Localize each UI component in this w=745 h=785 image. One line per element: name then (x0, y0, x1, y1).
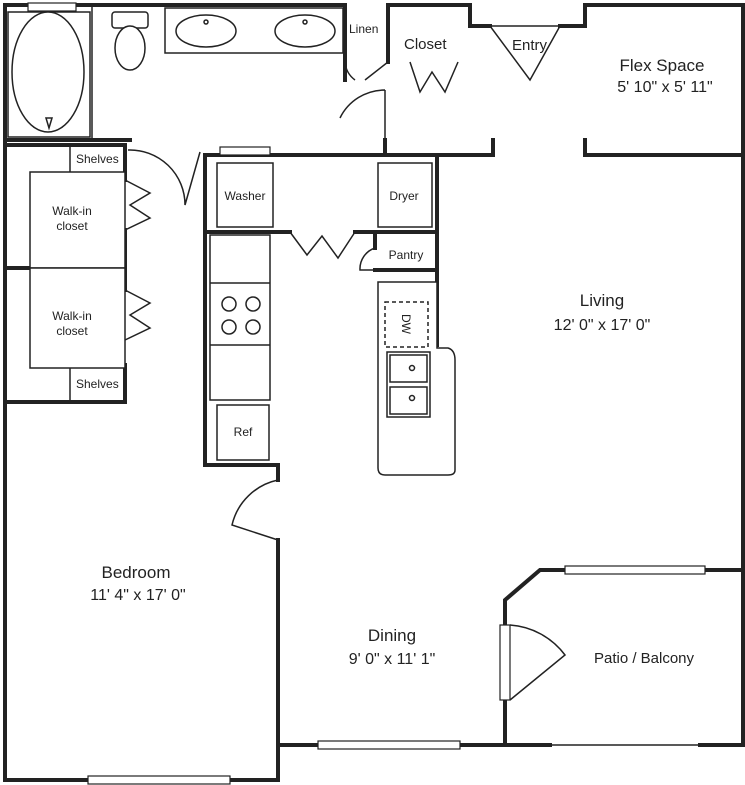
entry-label: Entry (512, 37, 548, 54)
kitchen-counter (209, 234, 271, 401)
dining-dim: 9' 0" x 11' 1" (349, 651, 436, 668)
ref-label: Ref (234, 425, 253, 439)
living-name: Living (580, 291, 624, 310)
pantry-label: Pantry (389, 248, 424, 262)
flex-space-name: Flex Space (619, 56, 704, 75)
linen-label: Linen (349, 22, 378, 36)
stove-icon (221, 296, 261, 335)
kitchen-sink-icon (386, 351, 431, 418)
bathtub-icon (7, 11, 91, 138)
walkin-bottom-label-2: closet (56, 324, 88, 338)
dining-name: Dining (368, 626, 416, 645)
flex-space-dim: 5' 10" x 5' 11" (617, 79, 712, 96)
dryer-icon (377, 162, 433, 228)
walkin-top-label-1: Walk-in (52, 204, 92, 218)
shelves-bottom-label: Shelves (76, 377, 119, 391)
dishwasher-label: DW (399, 314, 413, 335)
washer-label: Washer (225, 189, 266, 203)
dryer-label: Dryer (389, 189, 418, 203)
bedroom-dim: 11' 4" x 17' 0" (90, 587, 185, 604)
refrigerator-icon (216, 404, 270, 461)
walkin-top-label-2: closet (56, 219, 88, 233)
toilet-icon (111, 11, 149, 71)
patio-name: Patio / Balcony (594, 650, 695, 667)
shelves-top-label: Shelves (76, 152, 119, 166)
washer-icon (216, 162, 274, 228)
walkin-bottom-label-1: Walk-in (52, 309, 92, 323)
doors (124, 25, 567, 701)
double-sink-icon (164, 7, 344, 54)
closet-label: Closet (404, 36, 447, 53)
living-dim: 12' 0" x 17' 0" (554, 317, 651, 334)
walkin-closets (29, 145, 126, 402)
windows (27, 2, 706, 785)
bedroom-name: Bedroom (102, 563, 171, 582)
